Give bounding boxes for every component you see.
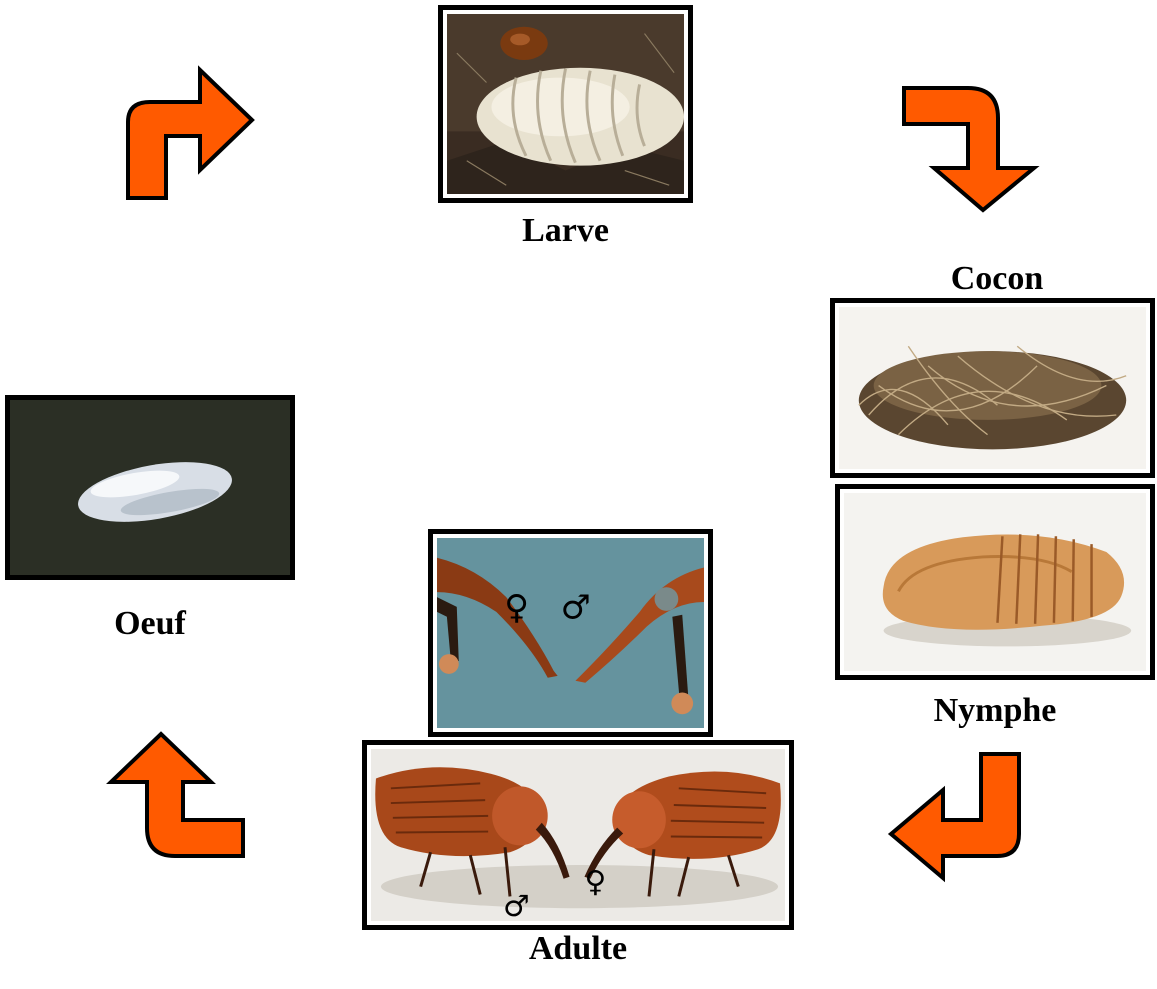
male-symbol: ♂ [503,888,530,921]
cocoon-image [839,307,1146,469]
pupa-image [844,493,1146,671]
adulte-label: Adulte [362,930,794,968]
arrow-larve-to-cocon [898,82,1043,217]
oeuf-label: Oeuf [5,605,295,643]
male-symbol: ♂ [561,588,591,627]
egg-photo [5,395,295,580]
arrow-adulte-to-oeuf [103,728,251,863]
arrow-oeuf-to-larve [120,60,260,205]
nymphe-label: Nymphe [835,692,1155,730]
adult-weevils-photo: ♂ ♀ [362,740,794,930]
adult-weevils-image: ♂ ♀ [371,749,785,921]
larva-photo [438,5,693,203]
arrow-nymphe-to-adulte [885,748,1030,883]
adult-heads-image: ♀ ♂ [437,538,704,728]
adult-heads-photo: ♀ ♂ [428,529,713,737]
larve-label: Larve [438,212,693,250]
pupa-photo [835,484,1155,680]
egg-image [10,400,290,575]
female-symbol: ♀ [504,588,529,627]
larva-image [447,14,684,194]
cocon-label: Cocon [832,260,1157,298]
cocoon-photo [830,298,1155,478]
female-symbol: ♀ [584,864,606,899]
